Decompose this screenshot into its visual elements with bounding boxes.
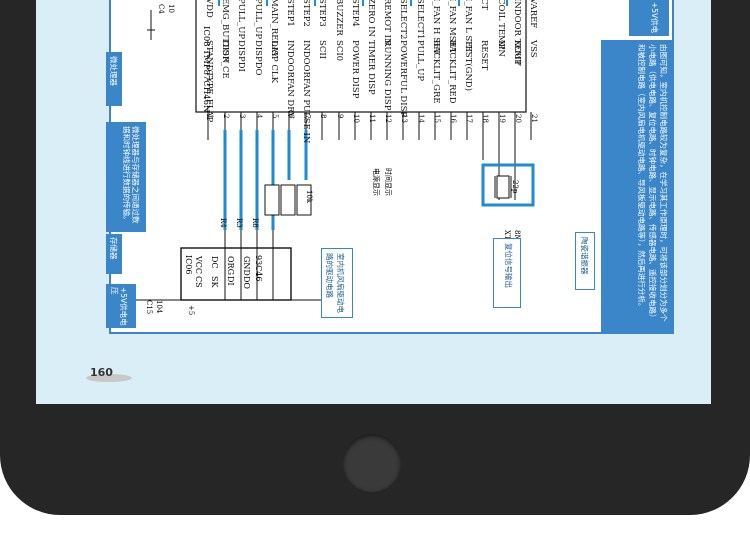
mcu-right-pin-label: I_FAN L SET [463, 0, 474, 54]
mcu-right-pin-label: SELECT2 [398, 0, 409, 40]
label-power-disp: 电源显示 [372, 168, 380, 196]
mcu-right-pin-label: CT [479, 0, 490, 11]
mcu-right-pin-label: PULL_UP [236, 0, 247, 40]
page-number: 160 [90, 366, 113, 379]
c-top-val: 10 [167, 4, 175, 13]
mcu-left-pin-number: 19 [497, 114, 506, 123]
c15-label: C15 [145, 300, 153, 315]
callout-fan-drive: 室内机风扇驱动电路的驱动电路 [321, 248, 353, 318]
eeprom-pin-label: CS [194, 276, 203, 288]
r-mid-label: R3 [235, 218, 243, 228]
c15-val: 104 [155, 300, 163, 314]
mcu-left-pin-number: 5 [270, 114, 279, 119]
mcu-left-pin-number: 15 [432, 114, 441, 123]
mcu-right-pin-label: STEP3 [317, 0, 328, 27]
callout-power: +5V供电电压 [106, 284, 136, 328]
mcu-left-pin-number: 20 [513, 114, 522, 123]
callout-vplus5: +5V供电 [629, 0, 669, 36]
c-top-label: C4 [157, 4, 165, 14]
mcu-left-pin-number: 14 [416, 114, 425, 123]
mcu-left-pin-label: SCI0 [333, 40, 344, 62]
label-timer-disp: 时间显示 [384, 168, 392, 196]
mcu-left-pin-number: 16 [449, 114, 457, 123]
r-top-label: R8 [251, 218, 259, 228]
mcu-left-pin-number: 12 [384, 114, 393, 123]
mcu-left-pin-number: 10 [351, 114, 360, 123]
mcu-right-pin-label: SELECT1 [414, 0, 425, 40]
mcu-left-pin-number: 8 [319, 114, 328, 119]
mcu-left-pin-label: PULL_UP [414, 40, 425, 82]
mcu-right-pin-label: STEP2 [301, 0, 312, 27]
mcu-right-pin-label: MAIN_RELAY [268, 0, 279, 58]
mcu-right-pin-label: I_FAN H SET [430, 0, 441, 55]
vplus5-label: +5 [187, 305, 195, 316]
mcu-left-pin-number: 13 [400, 114, 409, 123]
mcu-left-pin-label: DISPDO [252, 40, 263, 76]
mcu-left-pin-number: 6 [287, 114, 295, 119]
mcu-left-pin-label: INDOORFAN PULSE IN [301, 40, 312, 144]
mcu-left-pin-number: 1 [206, 114, 214, 119]
callout-reset: 复位信号输出 [493, 238, 521, 308]
mcu-left-pin-label: DISPDI [236, 40, 247, 72]
mcu-right-pin-label: EMG_BUTTON [220, 0, 231, 64]
mcu-right-pin-label: REMOT IN [382, 0, 393, 46]
home-button[interactable] [343, 434, 401, 492]
eeprom-pin-label: VCC [194, 256, 203, 275]
mcu-left-pin-label: RESET [479, 40, 490, 71]
eeprom-pin-label: SK [210, 276, 219, 288]
mcu-right-pin-label: STEP4 [349, 0, 360, 27]
mcu-left-pin-number: 11 [368, 114, 376, 123]
eeprom-name: IC06 [184, 255, 193, 275]
mcu-left-pin-label: VSS [528, 40, 538, 58]
mcu-right-pin-label: ZERO IN [366, 0, 376, 37]
eeprom-pin-label: DC [210, 256, 219, 269]
mcu-right-pin-label: BUZZER [333, 0, 344, 36]
mcu-left-pin-label: TIMER DISP [366, 40, 376, 95]
note-box: 由图可知，室内机控制电路较为复杂，在学习其工作原理时，可将该部分划分为多个小电路… [601, 40, 674, 332]
mcu-left-pin-number: 2 [222, 114, 231, 119]
mcu-right-pin-label: COIL TEMP [495, 0, 506, 50]
eeprom-pin-label: DO [242, 276, 251, 289]
mcu-left-pin-label: POWERFUL DISP [398, 40, 409, 118]
mcu-right-pin-label: VDD [204, 0, 214, 18]
eeprom-pin-label: GND [242, 256, 251, 276]
callout-eeprom: 存储器 [106, 234, 122, 274]
eeprom-pin-label: DI [226, 276, 235, 286]
eeprom-pin-label: ORG [226, 256, 235, 275]
mcu-left-pin-label: STANDTYPE_FLAP [204, 40, 214, 123]
mcu-right-pin-label: VAREF [528, 0, 538, 29]
mcu-left-pin-number: 3 [238, 114, 247, 119]
callout-bus: 微处理器与存储器之间通过数据和时钟线进行数据的传输。 [106, 122, 146, 232]
schematic-wiring [131, 0, 535, 301]
crystal-caps: 22p [511, 180, 519, 194]
eeprom-part: 93C46 [254, 255, 263, 282]
mcu-right-pin-label: STEP1 [285, 0, 295, 27]
mcu-left-pin-number: 4 [254, 114, 263, 119]
mcu-left-pin-label: POWER DISP [349, 40, 360, 99]
mcu-left-pin-number: 21 [530, 114, 538, 123]
r-val-label: 10k [305, 190, 313, 204]
mcu-left-pin-number: 17 [465, 114, 474, 123]
mcu-right-pin-label: PULL_UP [252, 0, 263, 40]
mcu-right-pin-label: INDOOR TEMP [511, 0, 522, 65]
callout-mcu: 微处理器 [106, 52, 122, 106]
mcu-left-pin-number: 7 [303, 114, 312, 119]
mcu-left-pin-label: SCII [317, 40, 328, 60]
mcu-left-pin-number: 18 [481, 114, 490, 123]
mcu-left-pin-label: RUNNING DISP [382, 40, 393, 111]
r-bot-label: R4 [219, 218, 227, 228]
mcu-left-pin-number: 9 [335, 114, 344, 119]
mcu-right-pin-label: I_FAN MSET [447, 0, 457, 54]
page-number-decoration [86, 374, 132, 382]
callout-crystal: 陶瓷谐振器 [575, 232, 595, 290]
mcu-left-pin-label: INDOORFAN DRV [285, 40, 295, 119]
